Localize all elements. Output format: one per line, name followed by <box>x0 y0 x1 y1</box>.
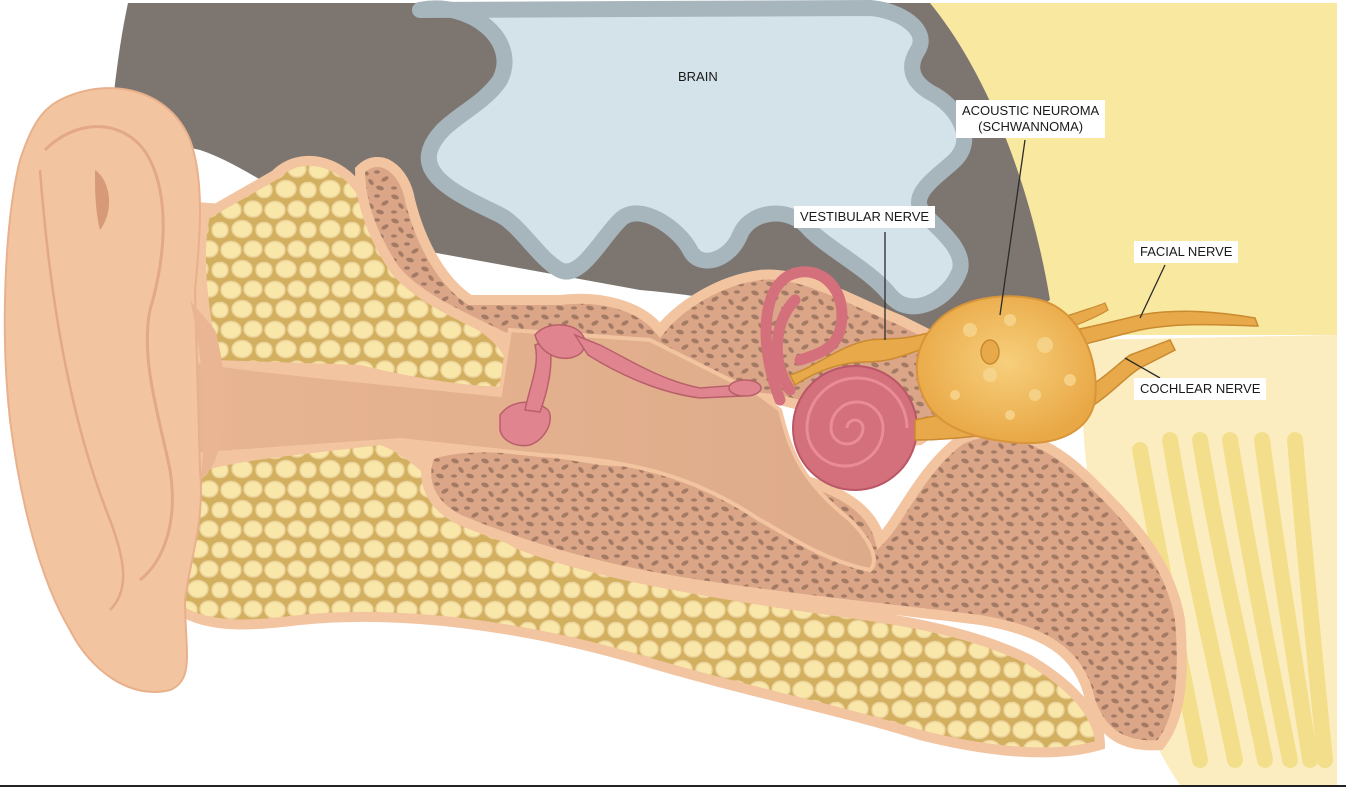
temporal-bone-lower <box>421 427 1187 751</box>
label-brain: BRAIN <box>678 69 718 84</box>
acoustic-neuroma <box>915 295 1097 445</box>
semicircular-canals <box>760 266 848 406</box>
label-vestibular-nerve: VESTIBULAR NERVE <box>794 206 936 228</box>
ossicles <box>499 324 762 447</box>
cochlea <box>792 365 918 491</box>
label-cochlear-nerve: COCHLEAR NERVE <box>1134 378 1267 400</box>
label-facial-nerve: FACIAL NERVE <box>1134 241 1239 263</box>
leader-lines <box>884 139 1166 379</box>
outer-ear <box>3 87 225 693</box>
label-acoustic-neuroma: ACOUSTIC NEUROMA (SCHWANNOMA) <box>956 100 1106 138</box>
